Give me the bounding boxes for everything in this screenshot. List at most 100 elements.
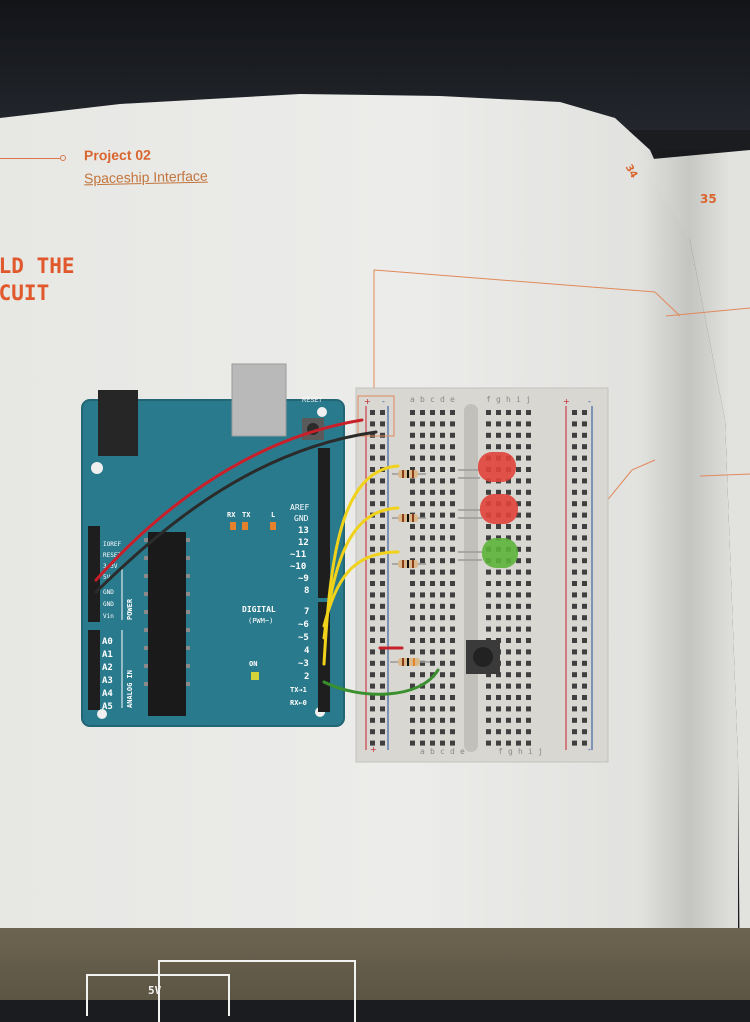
breadboard-hole [526,558,531,564]
breadboard-hole [380,706,385,712]
breadboard-hole [526,603,531,609]
breadboard-hole [572,410,577,415]
breadboard-hole [486,672,491,678]
breadboard-hole [370,603,375,609]
breadboard-hole [582,444,587,450]
breadboard-hole [582,478,587,484]
breadboard-hole [370,626,375,632]
breadboard-hole [582,512,587,518]
breadboard-hole [420,467,425,472]
header-rule-dot [60,155,66,161]
breadboard-hole [410,672,415,678]
breadboard-hole [440,467,445,472]
breadboard-hole [582,524,587,529]
breadboard-hole [420,592,425,598]
breadboard-hole [430,569,435,575]
breadboard-hole [410,524,415,529]
breadboard-hole [450,581,455,586]
wire-gnd [94,430,378,594]
breadboard-hole [516,626,521,632]
breadboard-hole [582,740,587,746]
callout-line-right-bottom [699,473,750,477]
breadboard-hole [410,432,415,438]
l-led [270,522,276,530]
breadboard-hole [420,421,425,427]
callout-box [357,395,395,437]
pin-label: A5 [102,702,113,712]
breadboard-hole [440,683,445,689]
breadboard-hole [496,592,501,598]
breadboard-hole [572,603,577,609]
breadboard-hole [430,501,435,507]
breadboard-hole [440,455,445,461]
breadboard-hole [420,444,425,450]
breadboard-hole [370,410,375,415]
breadboard-hole [526,672,531,678]
breadboard-hole [410,455,415,461]
breadboard-hole [430,683,435,689]
breadboard-hole [430,649,435,655]
breadboard-hole [486,615,491,621]
breadboard-hole [572,512,577,518]
breadboard-hole [582,467,587,472]
breadboard-hole [430,626,435,632]
breadboard-hole [410,489,415,495]
breadboard-hole [582,558,587,564]
breadboard-hole [410,467,415,472]
breadboard-hole [410,729,415,735]
breadboard-hole [506,603,511,609]
breadboard-hole [420,615,425,621]
breadboard-hole [370,501,375,507]
breadboard-hole [506,626,511,632]
breadboard-hole [410,535,415,541]
breadboard-hole [380,535,385,541]
breadboard-hole [410,478,415,484]
breadboard-hole [380,432,385,438]
breadboard-hole [582,535,587,541]
breadboard-hole [572,615,577,621]
breadboard-hole [410,740,415,746]
breadboard-hole [496,603,501,609]
breadboard-hole [572,501,577,507]
breadboard-hole [486,581,491,586]
column-label: d [440,395,445,404]
breadboard-hole [582,569,587,575]
breadboard-hole [410,410,415,415]
breadboard-hole [506,489,511,495]
breadboard-hole [486,740,491,746]
breadboard-hole [582,592,587,598]
breadboard-hole [430,695,435,700]
breadboard-hole [420,455,425,461]
led-red-1 [458,452,516,482]
wire-5v [94,418,364,582]
breadboard-hole [506,729,511,735]
column-label: d [450,747,455,756]
pin-label: A1 [102,650,113,660]
breadboard-hole [440,546,445,552]
breadboard-hole [486,489,491,495]
breadboard-hole [496,444,501,450]
breadboard-hole [526,569,531,575]
breadboard-hole [516,501,521,507]
breadboard-hole [486,524,491,529]
breadboard-hole [370,478,375,484]
breadboard-hole [526,455,531,461]
breadboard-hole [440,524,445,529]
breadboard-hole [526,410,531,415]
breadboard-hole [506,569,511,575]
pin-label: TX→1 [290,686,307,694]
pin-label: ~6 [298,620,309,630]
breadboard-hole [420,717,425,723]
breadboard-hole [496,615,501,621]
breadboard-hole [410,706,415,712]
rail-plus-label: + [364,397,371,406]
rail-minus-label: - [382,397,385,406]
breadboard-hole [410,569,415,575]
breadboard-hole [496,717,501,723]
breadboard-hole [496,695,501,700]
breadboard-hole [572,717,577,723]
pin-label: 8 [304,586,309,596]
breadboard-hole [526,478,531,484]
breadboard-hole [496,489,501,495]
breadboard-hole [440,432,445,438]
